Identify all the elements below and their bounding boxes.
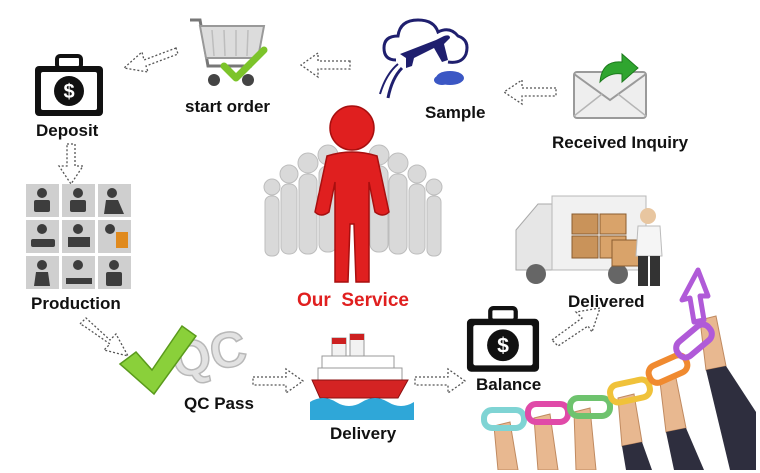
shopping-cart-icon xyxy=(190,18,268,86)
worker-grid-icon xyxy=(26,184,131,289)
step-delivered-label: Delivered xyxy=(568,292,645,311)
center-title: Our Service xyxy=(297,290,409,311)
flow-arrow-deposit-to-production xyxy=(57,143,85,186)
svg-text:$: $ xyxy=(63,81,74,103)
step-received-inquiry-label: Received Inquiry xyxy=(552,133,689,152)
step-deposit-label: Deposit xyxy=(36,121,99,140)
leader-person-icon xyxy=(314,105,390,283)
flow-arrow-balance-to-delivered xyxy=(551,307,601,347)
crowd-leader-figure xyxy=(263,105,443,283)
airplane-cloud-icon xyxy=(379,18,469,99)
envelope-icon xyxy=(573,52,647,119)
step-balance-label: Balance xyxy=(476,375,542,394)
flow-arrow-qc-to-delivery xyxy=(252,367,305,395)
ship-icon xyxy=(310,333,414,420)
step-qc-pass-label: QC Pass xyxy=(184,394,254,413)
hands-chain-arrow-icon xyxy=(481,267,756,470)
step-sample-label: Sample xyxy=(425,103,486,122)
money-case-icon: $ xyxy=(35,54,103,116)
flow-arrow-inquiry-to-sample xyxy=(502,78,557,106)
flow-arrow-start-order-to-deposit xyxy=(122,47,179,73)
delivery-truck-icon xyxy=(515,195,663,286)
step-start-order-label: start order xyxy=(185,97,271,116)
money-case-icon: $ xyxy=(466,306,540,372)
step-delivery-label: Delivery xyxy=(330,424,397,443)
flow-arrow-sample-to-start-order xyxy=(299,51,351,79)
qc-check-icon: QC xyxy=(118,318,248,396)
svg-text:$: $ xyxy=(497,335,509,358)
flow-arrow-production-to-qc xyxy=(78,317,130,357)
flow-arrow-delivery-to-balance xyxy=(414,367,467,395)
step-production-label: Production xyxy=(31,294,121,313)
